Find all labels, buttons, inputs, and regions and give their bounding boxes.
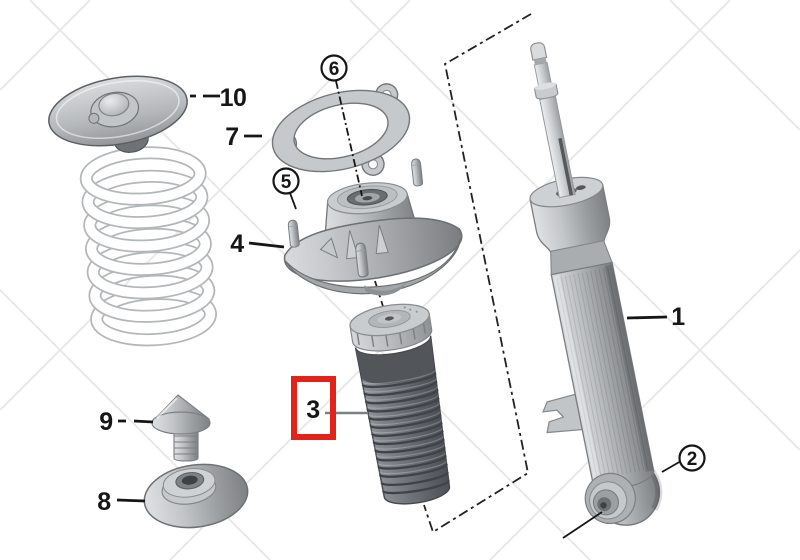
callout-5-label: 5 [281,172,292,193]
callout-1[interactable]: 1 [671,303,686,331]
leader-line-6 [335,80,363,197]
shock-absorber[interactable] [472,36,669,538]
callout-2-label: 2 [687,449,698,470]
callout-2[interactable]: 2 [678,444,706,472]
lower-bushing[interactable] [581,469,640,528]
dust-boot[interactable] [348,299,458,509]
callout-9[interactable]: 9 [99,408,113,436]
lower-spring-pad[interactable] [140,458,252,534]
cone-bump-stop[interactable] [150,394,211,462]
selection-highlight-box [291,376,336,440]
callout-4[interactable]: 4 [230,230,245,258]
callout-5[interactable]: 5 [272,167,300,195]
callout-6-label: 6 [329,59,340,80]
mount-stud-left [287,219,301,249]
gasket[interactable] [264,77,421,197]
plate-spout [88,112,100,124]
spring-plate[interactable] [43,66,194,165]
boot-cap [349,303,433,352]
coil-spring[interactable] [79,146,218,347]
callout-7[interactable]: 7 [225,123,239,151]
piston-rod [530,42,559,100]
strut-mount[interactable] [276,155,468,305]
shock-bracket-tab [542,393,583,434]
callout-10[interactable]: 10 [220,84,247,112]
callout-8[interactable]: 8 [97,488,112,516]
thin-leaders [289,192,682,539]
callout-3-selected[interactable]: 3 [306,396,320,424]
callout-6[interactable]: 6 [320,54,348,82]
leader-lines [116,94,668,503]
